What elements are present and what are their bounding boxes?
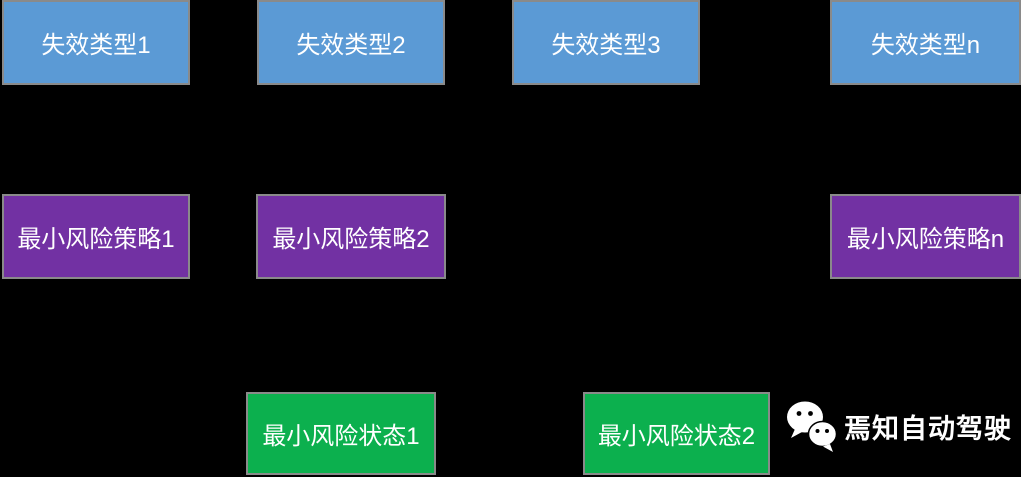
failure-type-1-node: 失效类型1 [2,0,190,85]
failure-type-1-label: 失效类型1 [41,32,151,59]
min-risk-state-1-label: 最小风险状态1 [262,423,420,450]
min-risk-strategy-1-label: 最小风险策略1 [17,226,175,253]
failure-type-3-node: 失效类型3 [512,0,700,85]
wechat-logo-icon [787,401,837,452]
failure-type-2-label: 失效类型2 [296,32,406,59]
min-risk-state-2-node: 最小风险状态2 [583,392,770,475]
min-risk-strategy-2-label: 最小风险策略2 [272,226,430,253]
min-risk-strategy-n-label: 最小风险策略n [846,226,1005,253]
min-risk-state-2-label: 最小风险状态2 [597,423,756,450]
min-risk-state-1-node: 最小风险状态1 [246,392,436,475]
failure-type-3-label: 失效类型3 [551,32,661,59]
failure-type-n-node: 失效类型n [830,0,1021,85]
wechat-watermark: 焉知自动驾驶 [785,398,1012,454]
failure-type-n-label: 失效类型n [870,32,981,59]
min-risk-strategy-2-node: 最小风险策略2 [256,194,446,279]
min-risk-strategy-n-node: 最小风险策略n [830,194,1021,279]
watermark-text: 焉知自动驾驶 [844,413,1012,444]
failure-type-2-node: 失效类型2 [257,0,445,85]
min-risk-strategy-1-node: 最小风险策略1 [2,194,190,279]
